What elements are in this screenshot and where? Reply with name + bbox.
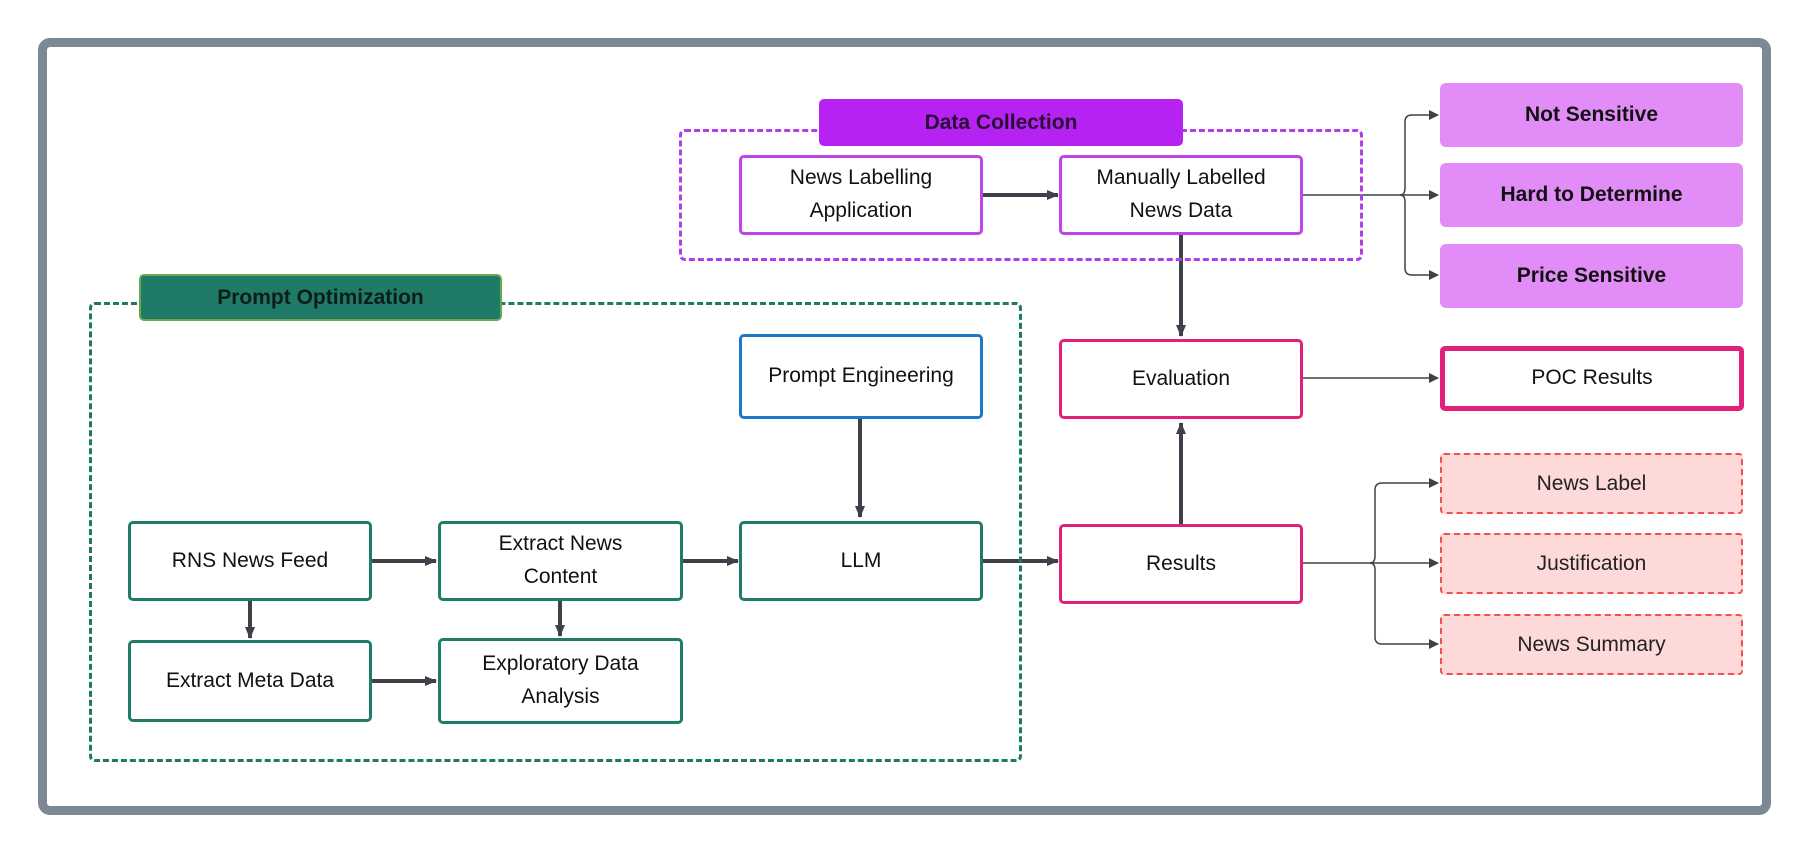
label-price-sensitive: Price Sensitive: [1440, 244, 1743, 308]
data-collection-label: Data Collection: [819, 99, 1183, 146]
evaluation-text: Evaluation: [1131, 366, 1231, 390]
extract-meta-data-node: Extract Meta Data: [128, 640, 372, 722]
label-not-sensitive: Not Sensitive: [1440, 83, 1743, 147]
results-text: Results: [1145, 551, 1217, 575]
extract-news-content-node: Extract News Content: [438, 521, 683, 601]
exploratory-data-analysis-node: Exploratory Data Analysis: [438, 638, 683, 724]
manually-labelled-news-data-node: Manually Labelled News Data: [1059, 155, 1303, 235]
result-item-justification: Justification: [1440, 533, 1743, 594]
llm-text: LLM: [840, 548, 882, 572]
poc-results-node: POC Results: [1440, 346, 1744, 411]
prompt-optimization-label: Prompt Optimization: [139, 274, 502, 321]
result-item-news-summary: News Summary: [1440, 614, 1743, 675]
poc-results-text: POC Results: [1531, 366, 1653, 390]
exploratory-data-analysis-text: Exploratory Data Analysis: [482, 652, 639, 708]
rns-news-feed-node: RNS News Feed: [128, 521, 372, 601]
extract-news-content-text: Extract News Content: [498, 532, 623, 588]
evaluation-node: Evaluation: [1059, 339, 1303, 419]
extract-meta-data-text: Extract Meta Data: [165, 668, 335, 692]
news-labelling-application-text: News Labelling Application: [789, 166, 933, 222]
prompt-optimization-group: [89, 302, 1022, 762]
label-hard-to-determine: Hard to Determine: [1440, 163, 1743, 227]
rns-news-feed-text: RNS News Feed: [171, 548, 329, 572]
result-item-news-label: News Label: [1440, 453, 1743, 514]
results-node: Results: [1059, 524, 1303, 604]
prompt-engineering-node: Prompt Engineering: [739, 334, 983, 419]
news-labelling-application-node: News Labelling Application: [739, 155, 983, 235]
manually-labelled-news-data-text: Manually Labelled News Data: [1096, 166, 1266, 222]
prompt-engineering-text: Prompt Engineering: [768, 364, 954, 388]
llm-node: LLM: [739, 521, 983, 601]
